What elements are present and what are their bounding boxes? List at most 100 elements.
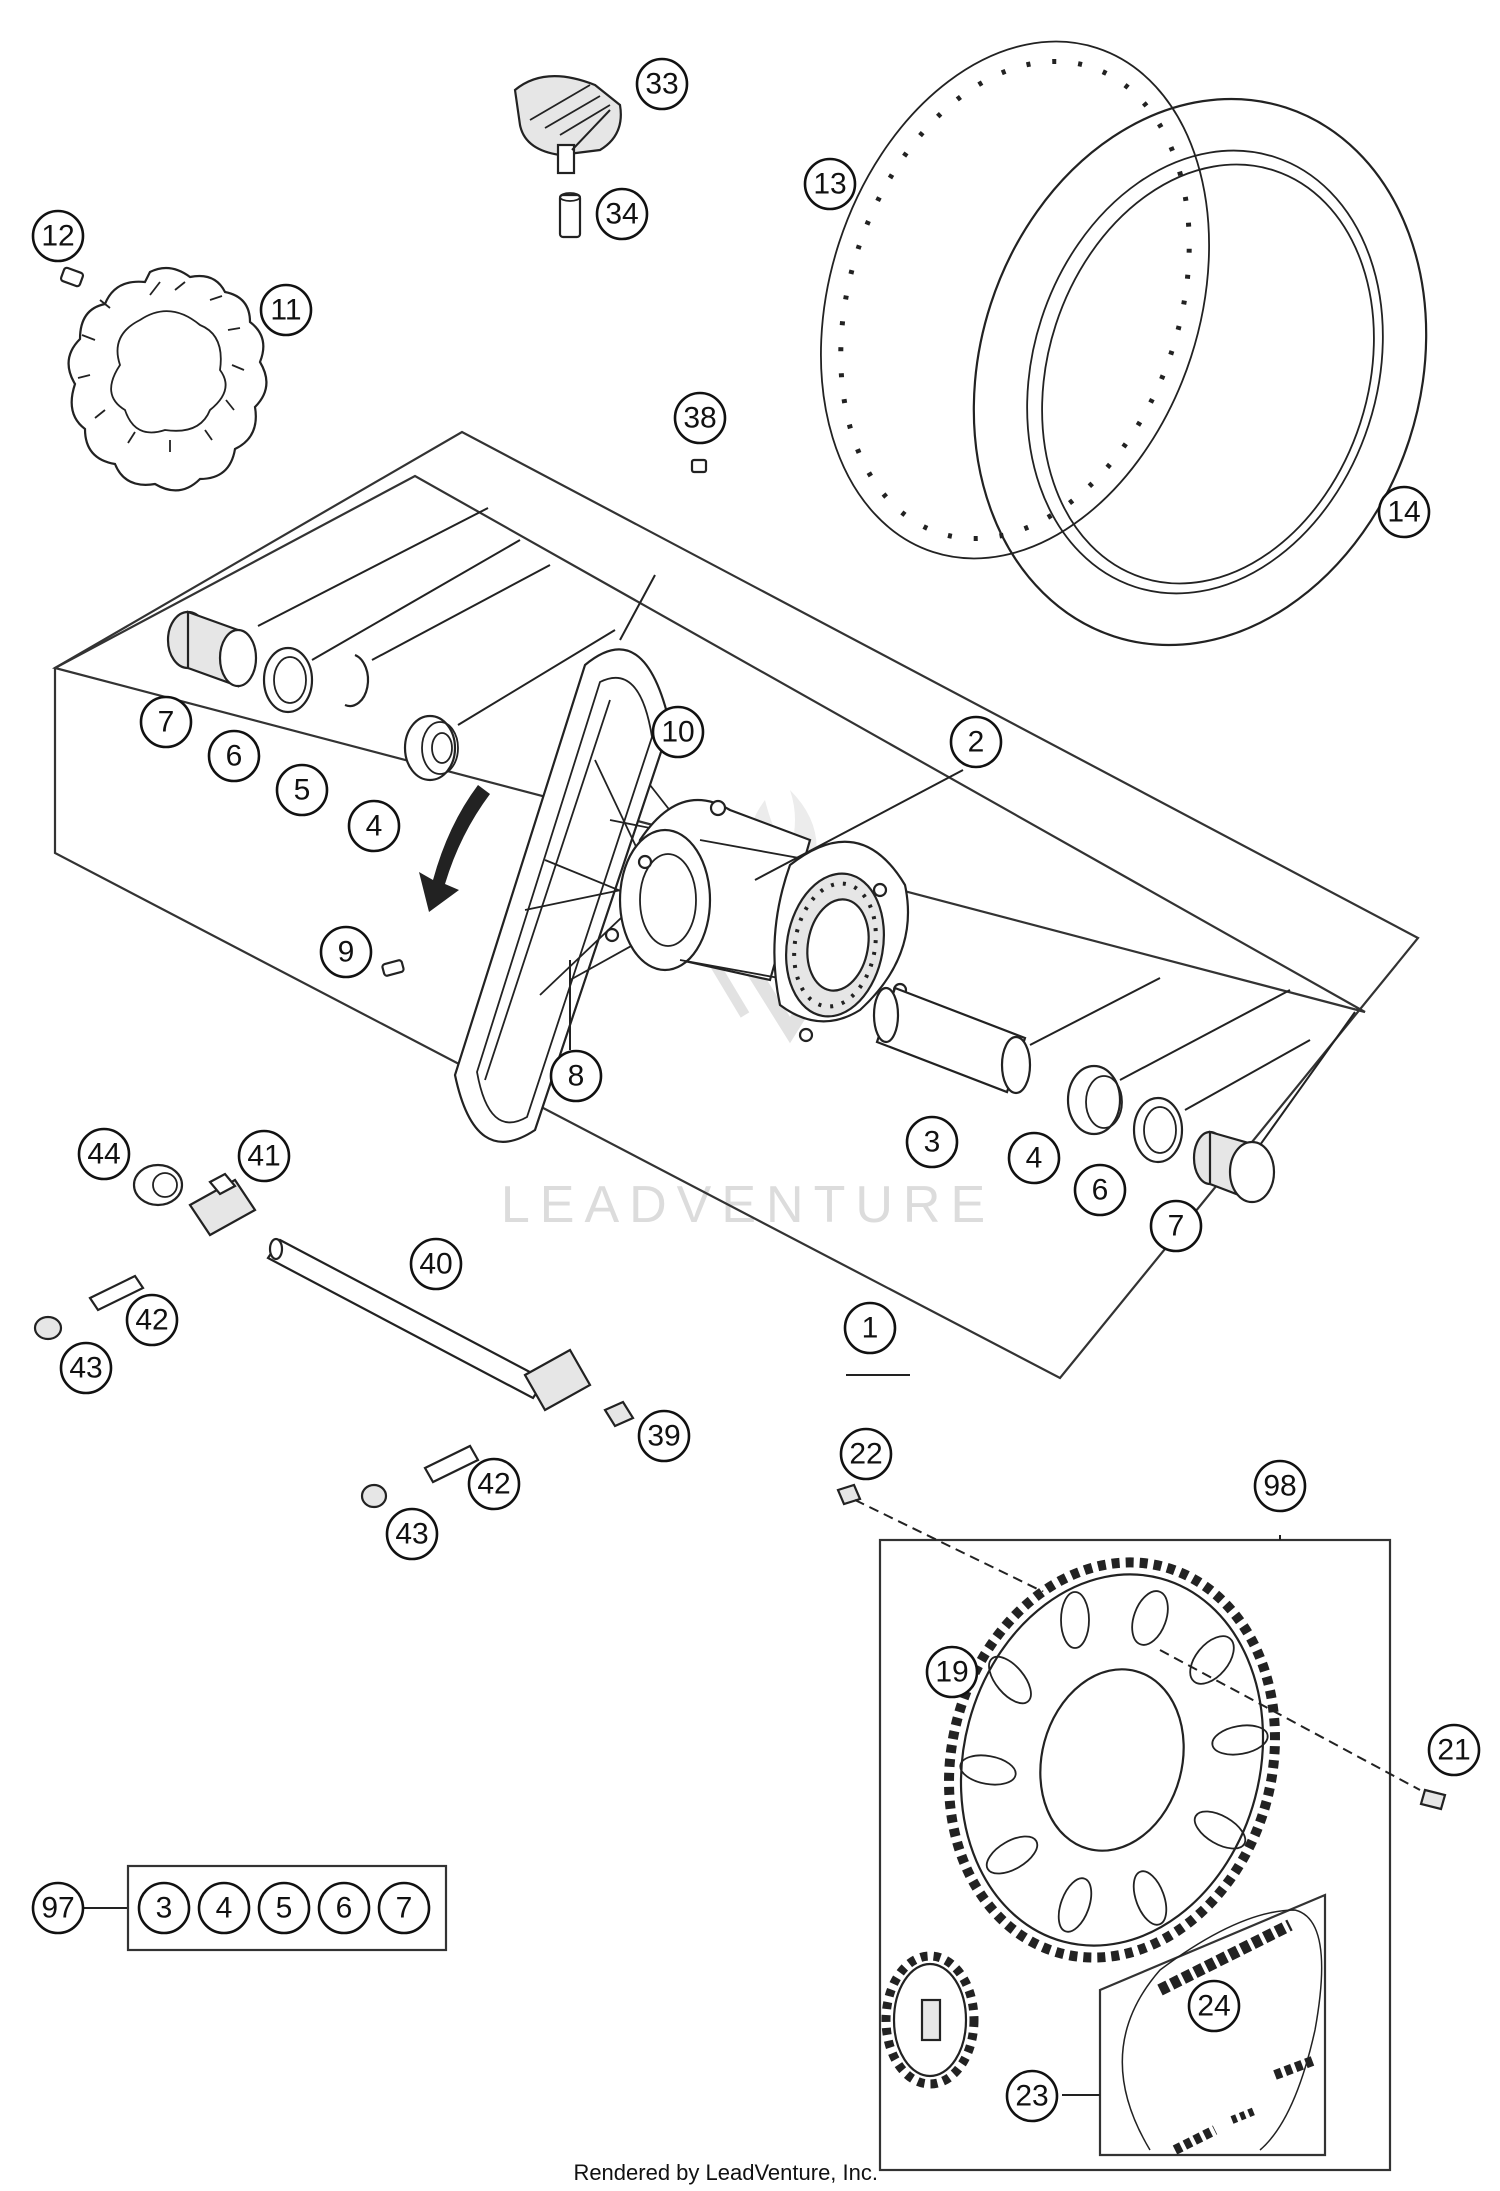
callout-8: 8 bbox=[549, 1049, 603, 1103]
spacer-tube bbox=[872, 986, 1032, 1095]
svg-text:14: 14 bbox=[1387, 496, 1420, 529]
svg-text:10: 10 bbox=[661, 716, 694, 749]
rotation-arrow bbox=[419, 785, 490, 912]
svg-text:2: 2 bbox=[968, 726, 985, 759]
bolt-21 bbox=[1419, 1788, 1447, 1811]
tire bbox=[972, 97, 1428, 647]
kit-97-item: 6 bbox=[336, 1892, 353, 1925]
screw-39 bbox=[603, 1400, 635, 1428]
sprocket-kit-box bbox=[878, 1538, 1392, 2172]
callout-13: 13 bbox=[803, 157, 857, 211]
callout-4a: 4 bbox=[347, 799, 401, 853]
callout-3: 3 bbox=[905, 1115, 959, 1169]
retaining-ring bbox=[344, 653, 370, 708]
valve bbox=[513, 75, 622, 175]
hub bbox=[604, 798, 910, 1043]
svg-text:34: 34 bbox=[605, 198, 638, 231]
callout-33: 33 bbox=[635, 57, 689, 111]
rim-tape bbox=[820, 40, 1210, 560]
svg-text:6: 6 bbox=[226, 740, 243, 773]
callout-14: 14 bbox=[1377, 485, 1431, 539]
callout-19: 19 bbox=[925, 1645, 979, 1699]
callout-39: 39 bbox=[637, 1409, 691, 1463]
brake-disc bbox=[67, 266, 268, 492]
chain bbox=[1121, 1909, 1323, 2155]
callout-38: 38 bbox=[673, 391, 727, 445]
callout-7a: 7 bbox=[139, 695, 193, 749]
callout-12: 12 bbox=[31, 209, 85, 263]
svg-text:5: 5 bbox=[294, 774, 311, 807]
svg-text:13: 13 bbox=[813, 168, 846, 201]
callout-9: 9 bbox=[319, 925, 373, 979]
footer-credit: Rendered by LeadVenture, Inc. bbox=[573, 2160, 878, 2185]
callout-6a: 6 bbox=[207, 729, 261, 783]
kit-97-item: 4 bbox=[216, 1892, 233, 1925]
svg-text:4: 4 bbox=[1026, 1142, 1043, 1175]
kit-97: 97 3 4 5 6 7 bbox=[31, 1864, 448, 1952]
svg-text:43: 43 bbox=[69, 1352, 102, 1385]
pin-42a bbox=[88, 1274, 145, 1312]
svg-text:23: 23 bbox=[1015, 2080, 1048, 2113]
callout-2: 2 bbox=[949, 715, 1003, 769]
callout-22: 22 bbox=[839, 1427, 893, 1481]
svg-text:42: 42 bbox=[477, 1468, 510, 1501]
svg-text:8: 8 bbox=[568, 1060, 585, 1093]
svg-text:33: 33 bbox=[645, 68, 678, 101]
callouts: 33 34 12 11 13 14 38 10 2 7 6 5 4 9 8 3 … bbox=[31, 57, 1481, 2123]
callout-43a: 43 bbox=[59, 1341, 113, 1395]
nut-43a bbox=[33, 1315, 63, 1341]
chain-box bbox=[1098, 1893, 1327, 2157]
rear-sprocket bbox=[944, 1557, 1280, 1963]
svg-text:39: 39 bbox=[647, 1420, 680, 1453]
kit-97-item: 3 bbox=[156, 1892, 173, 1925]
bolt-22 bbox=[836, 1483, 862, 1506]
callout-1: 1 bbox=[843, 1301, 897, 1355]
dash-line-22 bbox=[854, 1499, 1061, 1601]
callout-10: 10 bbox=[651, 705, 705, 759]
callout-42a: 42 bbox=[125, 1293, 179, 1347]
svg-text:43: 43 bbox=[395, 1518, 428, 1551]
rim bbox=[453, 648, 672, 1143]
callout-41: 41 bbox=[237, 1129, 291, 1183]
callout-5a: 5 bbox=[275, 763, 329, 817]
svg-text:4: 4 bbox=[366, 810, 383, 843]
svg-text:40: 40 bbox=[419, 1248, 452, 1281]
svg-text:19: 19 bbox=[935, 1656, 968, 1689]
callout-6b: 6 bbox=[1073, 1163, 1127, 1217]
spacer-right bbox=[1192, 1130, 1276, 1204]
valve-nut bbox=[558, 192, 582, 239]
callout-21: 21 bbox=[1427, 1723, 1481, 1777]
front-sprocket bbox=[881, 1951, 979, 2089]
callout-43b: 43 bbox=[385, 1507, 439, 1561]
bearing-left bbox=[403, 714, 459, 782]
svg-text:44: 44 bbox=[87, 1138, 120, 1171]
svg-text:41: 41 bbox=[247, 1140, 280, 1173]
svg-text:9: 9 bbox=[338, 936, 355, 969]
svg-text:1: 1 bbox=[862, 1312, 879, 1345]
pin-42b bbox=[423, 1444, 480, 1484]
svg-text:98: 98 bbox=[1263, 1470, 1296, 1503]
svg-text:7: 7 bbox=[1168, 1210, 1185, 1243]
svg-text:42: 42 bbox=[135, 1304, 168, 1337]
disc-screw bbox=[59, 266, 85, 288]
axle-40 bbox=[266, 1237, 592, 1412]
svg-text:22: 22 bbox=[849, 1438, 882, 1471]
callout-11: 11 bbox=[259, 283, 313, 337]
svg-text:7: 7 bbox=[158, 706, 175, 739]
kit-97-box bbox=[126, 1864, 448, 1952]
callout-23: 23 bbox=[1005, 2069, 1059, 2123]
callout-44: 44 bbox=[77, 1127, 131, 1181]
nut-44 bbox=[132, 1163, 184, 1207]
svg-text:12: 12 bbox=[41, 220, 74, 253]
callout-98: 98 bbox=[1253, 1459, 1307, 1513]
shaft-seal-left bbox=[262, 646, 314, 714]
callout-7b: 7 bbox=[1149, 1199, 1203, 1253]
leader-lines bbox=[257, 109, 1356, 2096]
kit-97-item: 7 bbox=[396, 1892, 413, 1925]
callout-97 bbox=[31, 1881, 85, 1935]
callout-34: 34 bbox=[595, 187, 649, 241]
shaft-seal-right bbox=[1132, 1096, 1184, 1164]
nut-43b bbox=[360, 1483, 388, 1509]
